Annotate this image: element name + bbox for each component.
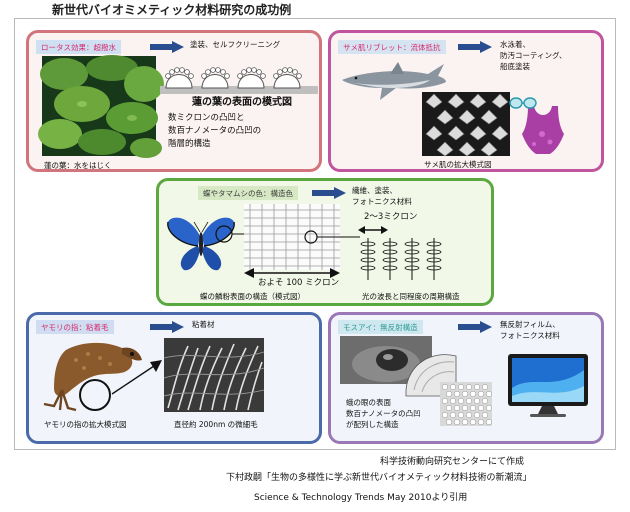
gecko-tag: ヤモリの指：粘着毛 bbox=[36, 320, 114, 334]
shark-tag: サメ肌リブレット：流体抵抗 bbox=[338, 40, 446, 54]
shark-arrow-icon bbox=[458, 41, 492, 53]
scale-width-arrow bbox=[244, 268, 340, 278]
monitor-icon bbox=[508, 354, 588, 417]
moth-eye-tag: モスアイ：無反射構造 bbox=[338, 320, 423, 334]
shark-application-line-2: 防汚コーティング、 bbox=[500, 51, 567, 60]
butterfly-application-line-1: 繊維、塗装、 bbox=[352, 186, 397, 195]
moth-eye-desc-line-3: が配列した構造 bbox=[346, 420, 399, 429]
lotus-desc-line-3: 階層的構造 bbox=[168, 139, 211, 149]
gecko-setae-caption: 直径約 200nm の微細毛 bbox=[174, 420, 258, 429]
scale-structure-caption: 蝶の鱗粉表面の構造（模式図） bbox=[200, 292, 305, 301]
lotus-desc-line-1: 数ミクロンの凸凹と bbox=[168, 113, 245, 123]
moth-eye-desc-line-2: 数百ナノメータの凸凹 bbox=[346, 409, 421, 418]
gecko-zoom-arrow bbox=[111, 360, 162, 395]
lotus-diagram-title: 蓮の葉の表面の模式図 bbox=[192, 97, 292, 108]
lotus-tag: ロータス効果：超撥水 bbox=[36, 40, 121, 54]
credit-citation: Science & Technology Trends May 2010より引用 bbox=[254, 493, 468, 503]
shark-skin-caption: サメ肌の拡大模式図 bbox=[424, 160, 492, 169]
gecko-icon bbox=[43, 342, 142, 412]
gecko-toe-caption: ヤモリの指の拡大模式図 bbox=[44, 420, 127, 429]
credit-created-by: 科学技術動向研究センターにて作成 bbox=[380, 457, 525, 467]
scale-zoom-circle-icon bbox=[304, 230, 360, 244]
lotus-desc-line-2: 数百ナノメータの凸凹の bbox=[168, 126, 262, 136]
moth-eye-application-line-2: フォトニクス材料 bbox=[500, 331, 560, 340]
gecko-application: 粘着材 bbox=[192, 320, 215, 329]
periodic-structure-schematic bbox=[360, 238, 442, 280]
scale-width-label: およそ 100 ミクロン bbox=[258, 278, 340, 288]
moth-eye-desc-line-1: 蛾の眼の表面 bbox=[346, 398, 391, 407]
goggles-icon bbox=[509, 97, 537, 109]
gecko-arrow-icon bbox=[150, 321, 184, 333]
shark-application-line-1: 水泳着、 bbox=[500, 40, 530, 49]
moth-eye-application-line-1: 無反射フィルム、 bbox=[500, 320, 560, 329]
credit-source-title: 下村政嗣「生物の多様性に学ぶ新世代バイオメティック材料技術の新潮流」 bbox=[226, 473, 532, 483]
shark-skin-closeup bbox=[422, 92, 510, 157]
diagram-frame bbox=[14, 18, 616, 450]
swimsuit-icon bbox=[522, 106, 564, 154]
butterfly-tag: 蝶やタマムシの色：構造色 bbox=[198, 186, 298, 200]
lotus-leaves-photo bbox=[38, 55, 164, 158]
gecko-toe-magnifier-icon bbox=[79, 379, 111, 411]
butterfly-icon bbox=[167, 217, 235, 271]
lotus-photo-caption: 蓮の葉：水をはじく bbox=[44, 161, 112, 170]
page-title: 新世代バイオミメティック材料研究の成功例 bbox=[52, 3, 292, 17]
butterfly-arrow-icon bbox=[312, 187, 346, 199]
period-width-label: 2～3ミクロン bbox=[364, 212, 418, 222]
gecko-setae-micrograph bbox=[163, 338, 265, 412]
lotus-arrow-icon bbox=[150, 41, 184, 53]
moth-eye-arrow-icon bbox=[458, 321, 492, 333]
periodic-structure-caption: 光の波長と同程度の周期構造 bbox=[362, 292, 460, 301]
shark-icon bbox=[342, 62, 446, 100]
moth-eye-photo bbox=[340, 336, 432, 384]
butterfly-application-line-2: フォトニクス材料 bbox=[352, 197, 412, 206]
lotus-surface-schematic bbox=[160, 67, 318, 94]
moth-eye-nanostructure bbox=[440, 382, 493, 426]
lotus-application: 塗装、セルフクリーニング bbox=[190, 40, 280, 49]
period-width-arrow bbox=[358, 226, 388, 234]
shark-application-line-3: 船底塗装 bbox=[500, 62, 530, 71]
